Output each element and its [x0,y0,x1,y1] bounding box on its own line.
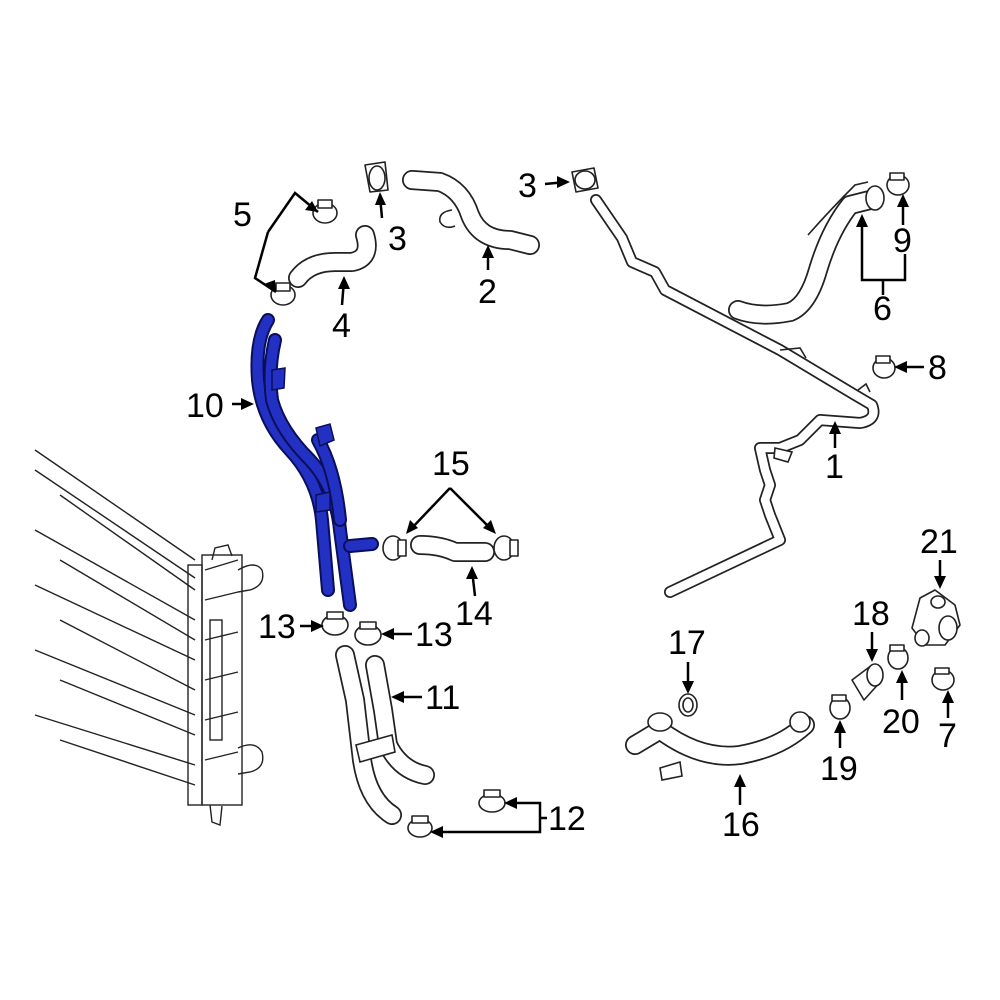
clamp-part-5-lower[interactable] [270,282,296,306]
part-7-clamp[interactable] [931,667,955,691]
callout-21: 21 [920,523,958,561]
callout-3-left: 3 [388,220,407,258]
part-9-clamp[interactable] [886,172,910,196]
callout-7: 7 [938,717,957,755]
callout-6: 6 [873,290,892,328]
callout-19: 19 [820,750,858,788]
radiator [34,449,264,826]
part-10-coolant-pipe[interactable] [250,313,379,612]
part-3-clamp-left[interactable] [364,161,389,193]
part-8-clamp[interactable] [872,355,896,379]
part-18-seal[interactable] [851,663,884,701]
callout-4: 4 [332,307,351,345]
callout-9: 9 [893,222,912,260]
part-3-clamp-right[interactable] [571,167,599,193]
part-1-pipe[interactable] [590,194,880,598]
part-20-clamp[interactable] [887,644,909,670]
callout-12: 12 [548,800,586,838]
part-15-clamp-right[interactable] [493,535,519,561]
callout-13-left: 13 [258,608,296,646]
callout-11: 11 [425,679,460,717]
callout-17: 17 [668,624,706,662]
part-13-clamp-left[interactable] [321,611,349,636]
callout-15: 15 [432,445,470,483]
clamp-part-5-upper[interactable] [312,199,338,224]
part-6-pipe[interactable] [728,181,885,325]
callout-2: 2 [478,273,497,311]
callout-18: 18 [852,595,890,633]
callout-1: 1 [825,448,844,486]
callout-3-right: 3 [518,167,537,205]
part-19-clamp[interactable] [829,694,851,720]
callout-5: 5 [233,196,252,234]
callout-labels: 1 2 3 3 4 5 6 7 8 9 10 11 12 13 13 14 15… [186,167,958,844]
part-17-o-ring[interactable] [678,693,698,717]
part-14-hose[interactable] [410,535,495,562]
callout-13-right: 13 [415,616,453,654]
callout-10: 10 [186,387,224,425]
callout-16: 16 [722,806,760,844]
part-4-hose[interactable] [288,225,377,288]
part-21-housing[interactable] [911,589,961,647]
callout-20: 20 [882,703,920,741]
callout-14: 14 [455,595,493,633]
part-13-clamp-right[interactable] [354,621,382,646]
part-11-hose[interactable] [335,645,435,825]
part-12-clamp-lower[interactable] [407,815,433,838]
callout-8: 8 [928,349,947,387]
part-16-pipe[interactable] [625,711,815,781]
part-2-hose[interactable] [402,170,540,255]
part-15-clamp-left[interactable] [382,535,407,561]
part-12-clamp-upper[interactable] [478,789,506,813]
arrow-heads [241,176,954,838]
